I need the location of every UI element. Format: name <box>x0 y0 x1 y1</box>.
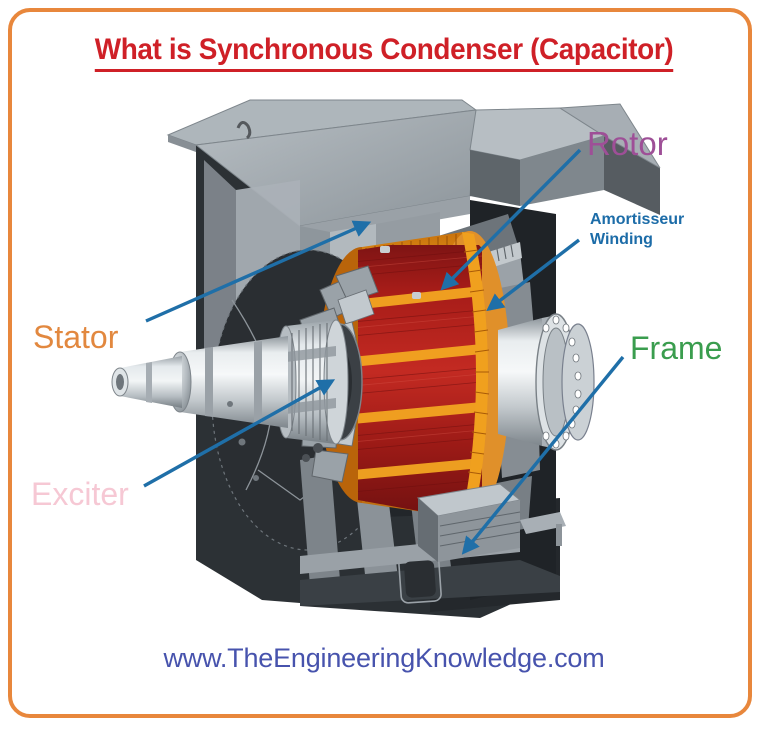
page-title: What is Synchronous Condenser (Capacitor… <box>0 33 768 72</box>
label-amortisseur-winding: Amortisseur Winding <box>590 210 684 251</box>
leader-frame <box>461 355 625 555</box>
label-amortisseur-line1: Amortisseur <box>590 211 685 228</box>
label-exciter: Exciter <box>31 476 129 512</box>
footer-url: www.TheEngineeringKnowledge.com <box>163 643 605 673</box>
leader-amortisseur <box>486 238 581 312</box>
leader-exciter <box>143 379 336 488</box>
leader-stator <box>145 220 372 323</box>
leader-rotor <box>440 148 582 291</box>
label-amortisseur-line2: Winding <box>590 231 653 249</box>
page-title-text: What is Synchronous Condenser (Capacitor… <box>94 33 674 72</box>
label-frame: Frame <box>630 330 723 366</box>
label-rotor: Rotor <box>587 125 668 162</box>
label-stator: Stator <box>33 319 119 355</box>
